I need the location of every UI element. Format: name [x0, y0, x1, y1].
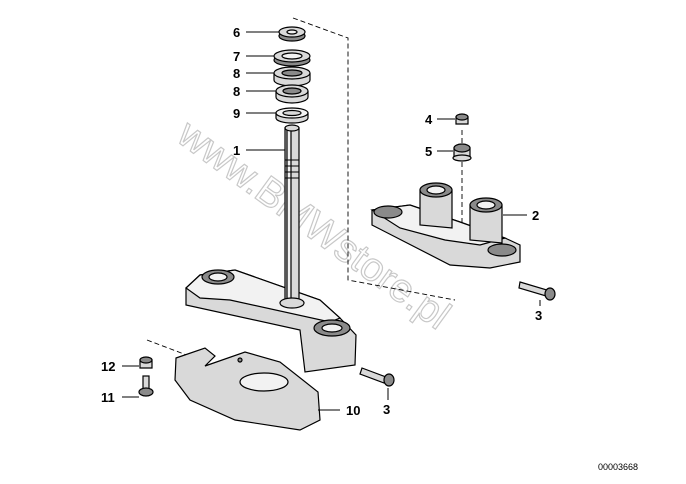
part-6-slotted-nut	[278, 26, 306, 42]
callout-10: 10	[346, 403, 360, 418]
part-12-nut	[139, 356, 153, 369]
callout-labels: 6 7 8 8 9 1 4 5 2 3 3 12 11 10	[101, 25, 542, 418]
callout-6: 6	[233, 25, 240, 40]
callout-1: 1	[233, 143, 240, 158]
callout-8-lower: 8	[233, 84, 240, 99]
part-1-lower-fork-bridge-with-stem	[185, 124, 357, 373]
part-11-bolt	[138, 375, 154, 397]
callout-7: 7	[233, 49, 240, 64]
part-8-bearing-lower	[275, 84, 309, 104]
callout-9: 9	[233, 106, 240, 121]
leader-lines	[122, 31, 541, 411]
callout-3-lower: 3	[383, 402, 390, 417]
part-5-flange-nut	[452, 143, 472, 162]
callout-3-upper: 3	[535, 308, 542, 323]
callout-4: 4	[425, 112, 433, 127]
part-7-seal-ring	[273, 49, 311, 67]
part-2-upper-fork-bridge	[370, 182, 521, 269]
part-4-hex-nut	[455, 113, 469, 125]
document-number: 00003668	[598, 462, 638, 472]
callout-11: 11	[101, 390, 115, 405]
callout-12: 12	[101, 359, 115, 374]
callout-8-upper: 8	[233, 66, 240, 81]
part-3-clamp-bolt-upper	[518, 281, 556, 301]
callout-2: 2	[532, 208, 539, 223]
callout-5: 5	[425, 144, 432, 159]
part-10-cover-plate	[174, 347, 321, 431]
part-9-dust-seal	[275, 107, 309, 124]
part-8-bearing-upper	[273, 66, 311, 87]
part-3-clamp-bolt-lower	[359, 367, 395, 387]
